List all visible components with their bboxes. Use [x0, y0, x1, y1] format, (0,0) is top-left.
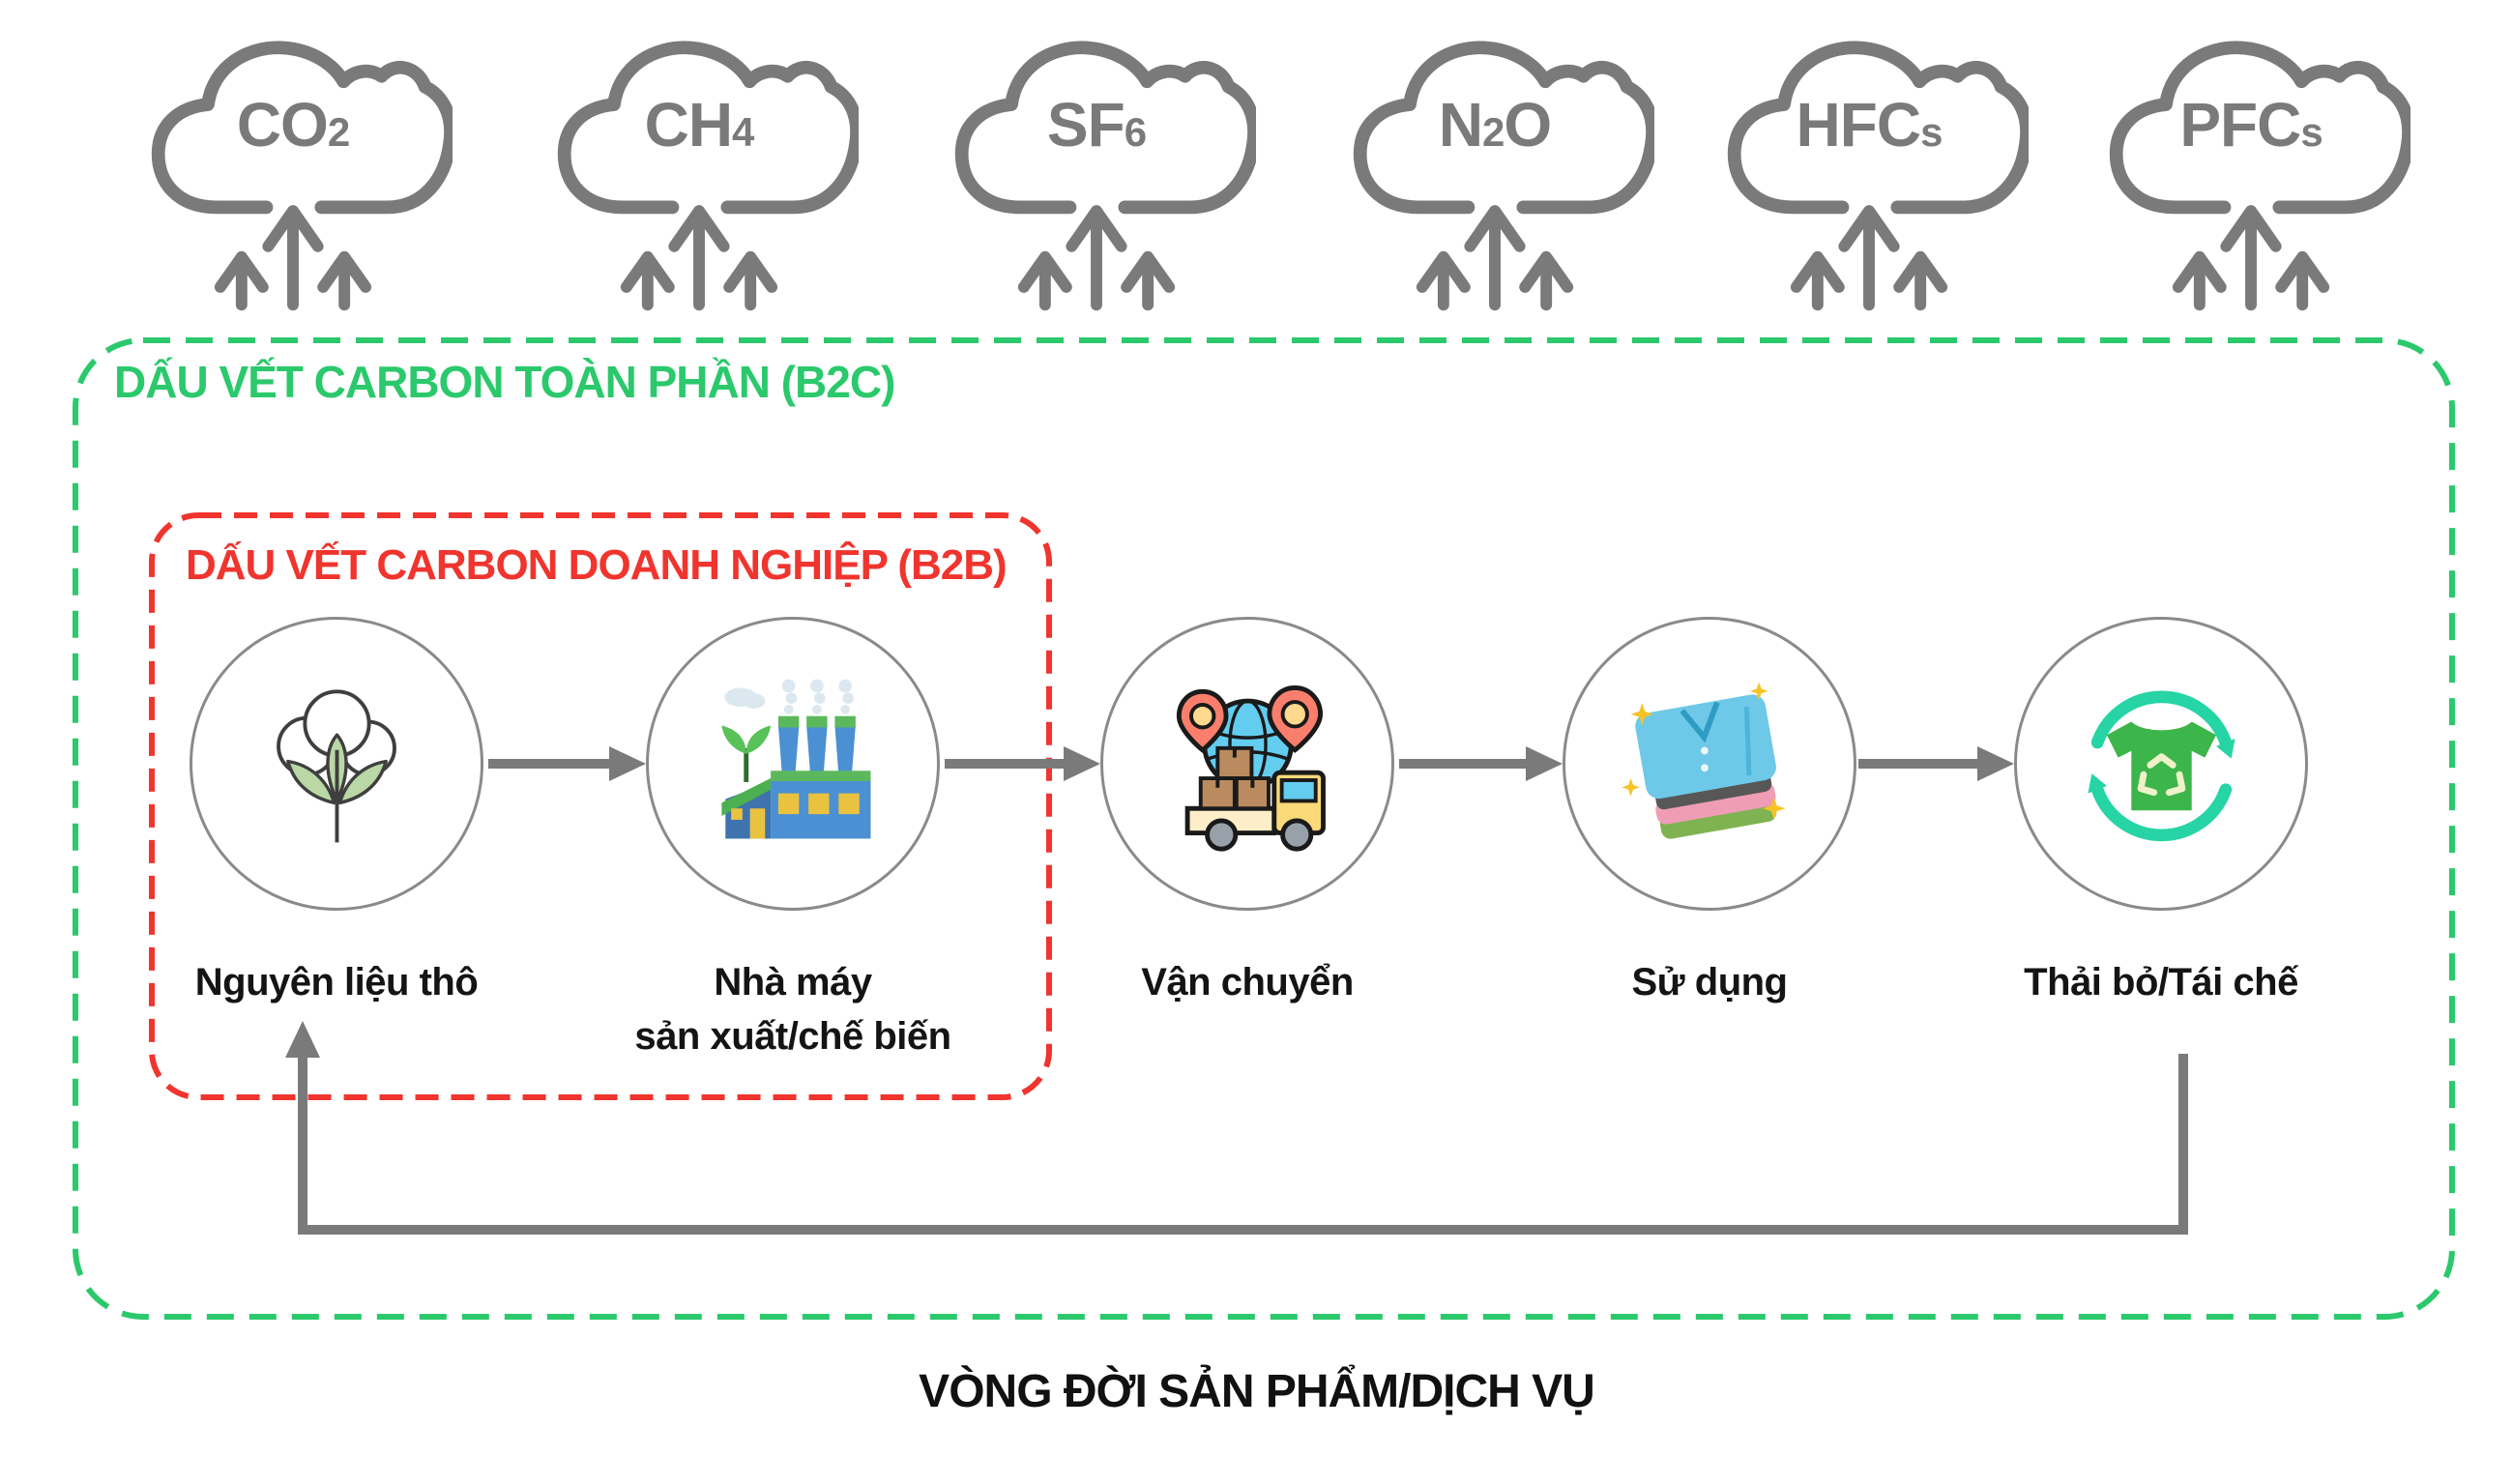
- ghg-cloud: CO2: [133, 10, 453, 329]
- cotton-icon: [276, 689, 396, 843]
- factory-icon: [720, 679, 870, 839]
- ghg-cloud: HFCs: [1709, 10, 2029, 329]
- feedback-arrowhead-icon: [285, 1021, 320, 1058]
- recycle-feedback-line: [298, 1054, 2188, 1235]
- stage-circle-recycle: [2014, 617, 2308, 911]
- packages: [1198, 745, 1271, 811]
- stage-label: Sử dụng: [1631, 961, 1789, 1004]
- gas-label: PFCs: [2179, 90, 2323, 160]
- smoke-puffs: [723, 679, 854, 714]
- cloud-outline: [2109, 41, 2411, 215]
- cloud-icon: [2109, 41, 2411, 311]
- b2c-dashed-box: [73, 337, 2455, 1320]
- sprout: [720, 725, 771, 782]
- cloud-outline: [557, 41, 859, 215]
- stage-label: Nguyên liệu thô: [194, 961, 479, 1004]
- cloud-outline: [954, 41, 1256, 215]
- stage-label: Thải bỏ/Tái chế: [2024, 961, 2298, 1004]
- gas-label: CO2: [236, 90, 350, 160]
- b2c-box-label: DẤU VẾT CARBON TOÀN PHẦN (B2C): [114, 357, 895, 407]
- emission-up-arrows: [620, 205, 778, 311]
- ghg-cloud: N2O: [1335, 10, 1654, 329]
- gas-label: HFCs: [1796, 90, 1943, 160]
- gas-label: N2O: [1438, 90, 1552, 160]
- cloud-outline: [1727, 41, 2029, 215]
- cloud-icon: [557, 41, 859, 311]
- location-pins: [1176, 685, 1323, 753]
- arrowhead-icon: [1064, 746, 1100, 781]
- flow-arrows: [488, 746, 2014, 781]
- b2b-box-label: DẤU VẾT CARBON DOANH NGHIỆP (B2B): [186, 541, 1008, 589]
- shipping-icon: [1176, 685, 1326, 852]
- folded-clothes-icon: [1621, 682, 1785, 839]
- stage-label: Vận chuyển: [1141, 961, 1354, 1004]
- chimneys: [777, 715, 856, 775]
- cloud-icon: [954, 41, 1256, 311]
- gas-label: CH4: [644, 90, 755, 160]
- ghg-cloud: SF6: [937, 10, 1256, 329]
- stage-circle-shipping: [1100, 617, 1394, 911]
- gas-label: SF6: [1046, 90, 1147, 160]
- stage-circle-factory: [646, 617, 940, 911]
- arrowhead-icon: [609, 746, 646, 781]
- arrowhead-icon: [1977, 746, 2014, 781]
- cloud-outline: [1353, 41, 1654, 215]
- cloud-icon: [1727, 41, 2029, 311]
- arrowhead-icon: [1526, 746, 1563, 781]
- emission-up-arrows: [1416, 205, 1574, 311]
- lifecycle-title: VÒNG ĐỜI SẢN PHẨM/DỊCH VỤ: [919, 1366, 1595, 1417]
- sparkles: [1621, 682, 1785, 820]
- cloud-icon: [151, 41, 453, 311]
- cloud-outline: [151, 41, 453, 215]
- cloud-icon: [1353, 41, 1654, 311]
- truck: [1184, 770, 1326, 852]
- recycle-symbol: [2137, 753, 2185, 797]
- stage-circle-cotton: [190, 617, 483, 911]
- tshirt: [2106, 721, 2216, 811]
- emission-up-arrows: [2172, 205, 2330, 311]
- ghg-cloud: PFCs: [2091, 10, 2411, 329]
- emission-up-arrows: [1790, 205, 1948, 311]
- emission-up-arrows: [1017, 205, 1176, 311]
- stage-circle-clothes: [1563, 617, 1856, 911]
- circular-arrows: [2087, 690, 2235, 842]
- emission-up-arrows: [214, 205, 372, 311]
- recycle-shirt-icon: [2087, 690, 2235, 842]
- ghg-cloud: CH4: [540, 10, 859, 329]
- b2b-dashed-box: [149, 512, 1052, 1100]
- stage-label: Nhà máy sản xuất/chế biến: [634, 961, 951, 1058]
